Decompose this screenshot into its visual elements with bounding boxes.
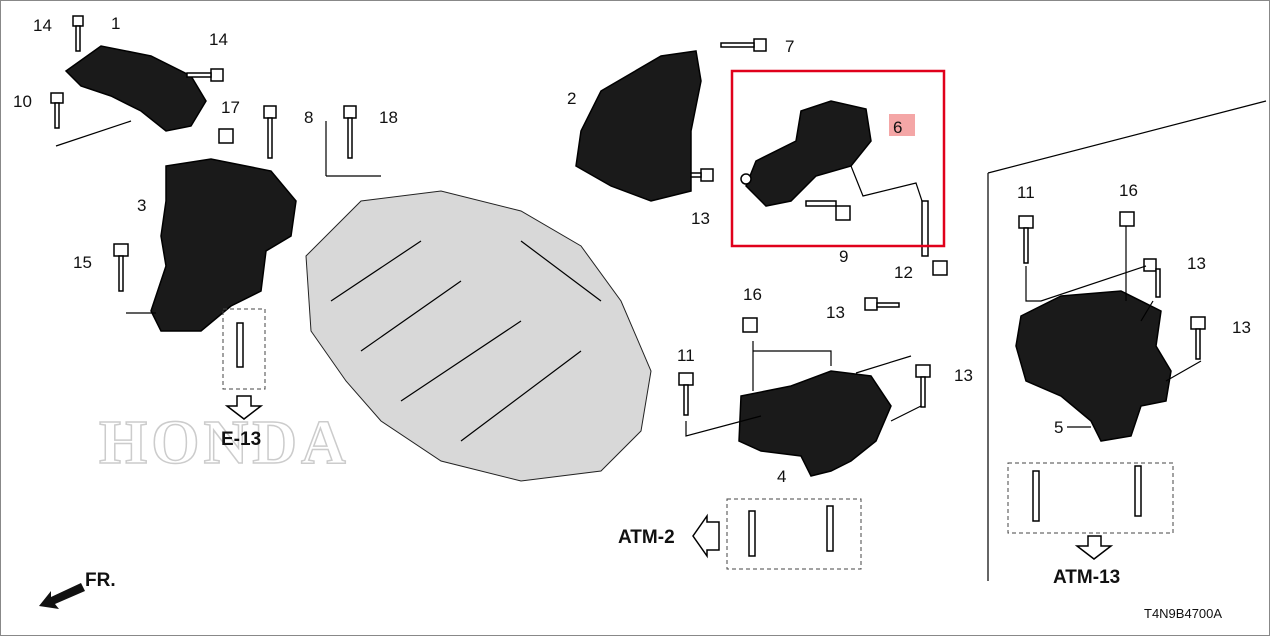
callout-5[interactable]: 5 — [1054, 418, 1063, 437]
callout-17[interactable]: 17 — [221, 98, 240, 117]
bolt-icons — [50, 15, 1206, 557]
front-label: FR. — [85, 570, 116, 591]
callout-9[interactable]: 9 — [839, 247, 848, 266]
callout-13[interactable]: 13 — [1187, 254, 1206, 273]
highlight-label-bg — [889, 114, 915, 136]
ref-e13[interactable]: E-13 — [221, 429, 261, 450]
arrow-down-atm13-icon — [1074, 535, 1114, 560]
stud-group-box-atm13 — [1007, 462, 1174, 534]
callout-8[interactable]: 8 — [304, 108, 313, 127]
engine-assembly — [305, 121, 652, 482]
callout-3[interactable]: 3 — [137, 196, 146, 215]
callout-12[interactable]: 12 — [894, 263, 913, 282]
part-6-torque-rod[interactable] — [740, 100, 923, 207]
part-1-bracket[interactable] — [55, 45, 207, 147]
arrow-left-atm2-icon — [692, 513, 720, 559]
callout-13[interactable]: 13 — [691, 209, 710, 228]
callout-16[interactable]: 16 — [1119, 181, 1138, 200]
callout-14[interactable]: 14 — [33, 16, 52, 35]
callout-15[interactable]: 15 — [73, 253, 92, 272]
callout-7[interactable]: 7 — [785, 37, 794, 56]
callout-6[interactable]: 6 — [893, 118, 902, 137]
stud-group-box-atm2 — [726, 498, 862, 570]
arrow-down-e13-icon — [224, 395, 264, 420]
highlight-box — [730, 69, 946, 248]
drawing-code: T4N9B4700A — [1144, 606, 1222, 621]
ref-atm2[interactable]: ATM-2 — [618, 527, 675, 548]
callout-11[interactable]: 11 — [677, 346, 695, 365]
callout-11[interactable]: 11 — [1017, 183, 1035, 202]
callout-13[interactable]: 13 — [954, 366, 973, 385]
honda-watermark: HONDA — [99, 409, 350, 477]
callout-2[interactable]: 2 — [567, 89, 576, 108]
front-arrow-icon — [39, 583, 85, 609]
part-4-transmission-mount[interactable] — [685, 341, 922, 477]
stud-group-box-e13 — [222, 308, 266, 390]
part-5-transmission-mount[interactable] — [1015, 226, 1202, 442]
callout-13[interactable]: 13 — [826, 303, 845, 322]
callout-18[interactable]: 18 — [379, 108, 398, 127]
callout-10[interactable]: 10 — [13, 92, 32, 111]
callout-14[interactable]: 14 — [209, 30, 228, 49]
ref-atm13[interactable]: ATM-13 — [1053, 567, 1120, 588]
part-3-engine-mount[interactable] — [126, 158, 297, 332]
callout-16[interactable]: 16 — [743, 285, 762, 304]
callout-13[interactable]: 13 — [1232, 318, 1251, 337]
part-2-bracket[interactable] — [575, 50, 702, 202]
section-divider — [987, 100, 1267, 581]
callout-1[interactable]: 1 — [111, 14, 120, 33]
callout-4[interactable]: 4 — [777, 467, 786, 486]
